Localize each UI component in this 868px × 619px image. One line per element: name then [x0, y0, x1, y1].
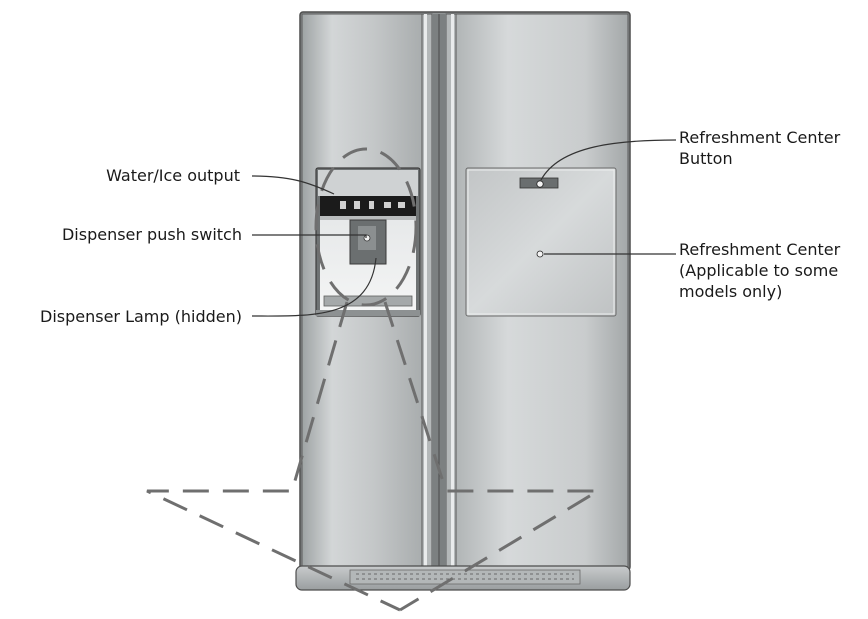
dispenser-floor-line-right — [383, 301, 604, 612]
label-refreshment-center: Refreshment Center (Applicable to some m… — [679, 240, 841, 301]
highlight-dashed-lines — [146, 147, 604, 612]
base-kick-plate — [295, 565, 631, 591]
label-water-ice-output: Water/Ice output — [106, 166, 240, 185]
leader-lines — [251, 139, 677, 317]
dispenser-highlight-circle — [314, 147, 418, 307]
label-refreshment-center-button: Refreshment Center Button — [679, 128, 841, 168]
refreshment-center-marker — [536, 250, 544, 258]
label-dispenser-push-switch: Dispenser push switch — [61, 225, 242, 244]
label-dispenser-lamp: Dispenser Lamp (hidden) — [40, 307, 242, 326]
leader-dispenser-lamp — [251, 257, 377, 317]
leader-refreshment-button — [540, 139, 677, 181]
refreshment-center-box — [465, 167, 617, 317]
leader-water-ice — [251, 175, 335, 195]
leader-push-switch — [252, 234, 367, 238]
dispenser — [315, 167, 421, 317]
dispenser-floor-line-left — [146, 301, 401, 612]
